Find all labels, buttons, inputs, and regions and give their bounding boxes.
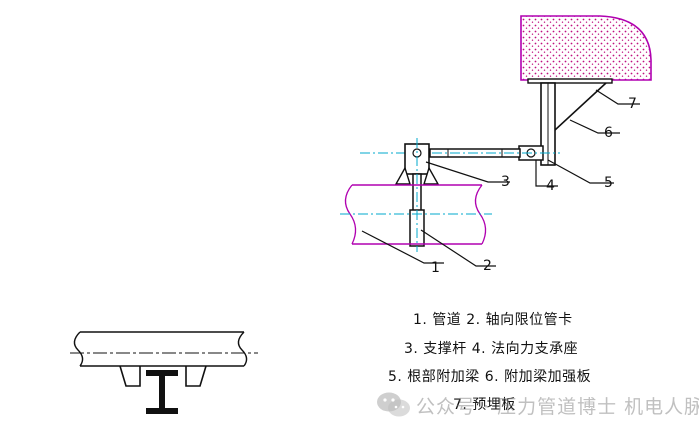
- callout-7: 7: [628, 96, 637, 112]
- wechat-icon: [377, 392, 410, 417]
- callout-1: 1: [431, 260, 440, 276]
- legend-line-4: 7. 预埋板: [453, 397, 516, 413]
- callout-5: 5: [604, 175, 613, 191]
- callout-6: 6: [604, 125, 613, 141]
- reinforcement-plate: [554, 82, 607, 131]
- legend-line-2: 3. 支撑杆 4. 法向力支承座: [404, 341, 579, 357]
- legend-line-3: 5. 根部附加梁 6. 附加梁加强板: [388, 369, 592, 385]
- support-rod: [360, 148, 560, 158]
- leader-lines: [361, 89, 640, 267]
- watermark: 公众号 · 压力管道博士 机电人脉: [372, 388, 699, 428]
- pipe: [340, 184, 492, 245]
- embedded-plate: [527, 78, 613, 84]
- axial-pipe-clamp: [394, 138, 440, 252]
- legend-line-1: 1. 管道 2. 轴向限位管卡: [413, 312, 573, 328]
- pipe-on-beam-detail: [70, 331, 258, 414]
- root-beam: [540, 82, 556, 166]
- callout-2: 2: [483, 258, 492, 274]
- concrete-structure: [520, 15, 652, 81]
- callout-4: 4: [546, 178, 555, 194]
- callout-3: 3: [501, 174, 510, 190]
- watermark-text: 公众号 · 压力管道博士 机电人脉: [416, 396, 699, 418]
